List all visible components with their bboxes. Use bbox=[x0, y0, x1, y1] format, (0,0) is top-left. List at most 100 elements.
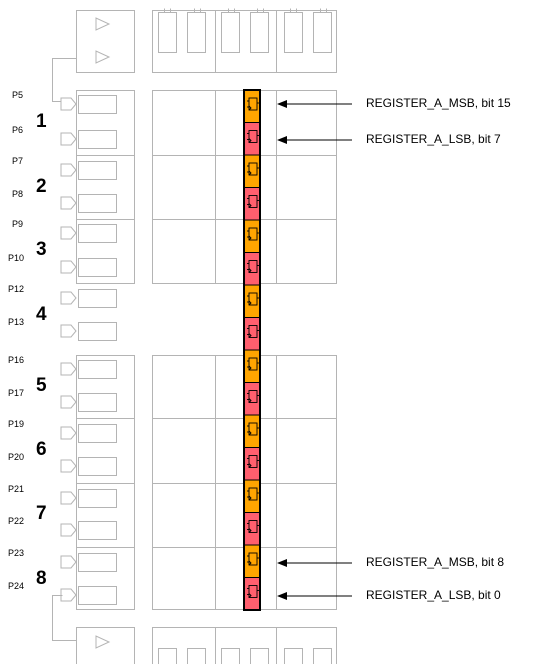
io-slot bbox=[78, 130, 117, 149]
io-pad bbox=[60, 196, 77, 210]
io-slot bbox=[78, 393, 117, 412]
register-bit-annotation: REGISTER_A_LSB, bit 7 bbox=[366, 132, 501, 146]
flip-flop-icon bbox=[248, 97, 258, 111]
io-pad bbox=[60, 226, 77, 240]
io-slot bbox=[78, 553, 117, 572]
top-buffer-triangle bbox=[95, 17, 111, 31]
io-pad bbox=[60, 132, 77, 146]
pin-label: P9 bbox=[12, 219, 24, 229]
register-bit-annotation: REGISTER_A_MSB, bit 15 bbox=[366, 96, 511, 110]
io-pad bbox=[60, 260, 77, 274]
register-cell-lsb bbox=[243, 577, 261, 611]
flip-flop-icon bbox=[248, 398, 252, 403]
bottom-slice-cell bbox=[284, 648, 303, 664]
pin-label: P10 bbox=[8, 253, 25, 263]
bottom-logic-tile bbox=[152, 627, 337, 664]
flip-flop-icon bbox=[248, 463, 252, 468]
flip-flop-icon bbox=[248, 487, 258, 501]
bottom-slice-cell bbox=[221, 648, 240, 664]
io-pad bbox=[60, 588, 77, 602]
flip-flop-icon bbox=[248, 528, 252, 533]
pin-label: P17 bbox=[8, 388, 25, 398]
flip-flop-icon bbox=[248, 162, 258, 176]
flip-flop-icon bbox=[248, 130, 258, 143]
bottom-io-tile bbox=[76, 627, 135, 664]
flip-flop-icon bbox=[248, 585, 258, 598]
io-pad bbox=[60, 426, 77, 440]
group-number: 7 bbox=[36, 503, 47, 524]
io-slot bbox=[78, 360, 117, 379]
top-slice-cell bbox=[284, 12, 303, 53]
flip-flop-icon bbox=[248, 520, 258, 533]
top-slice-cell bbox=[187, 12, 206, 53]
pin-label: P21 bbox=[8, 484, 25, 494]
pin-label: P5 bbox=[12, 90, 24, 100]
io-slot bbox=[78, 95, 117, 114]
io-slot bbox=[78, 322, 117, 341]
bottom-slice-cell bbox=[158, 648, 177, 664]
io-pad bbox=[60, 491, 77, 505]
annotation-arrowhead bbox=[277, 592, 287, 600]
flip-flop-icon bbox=[248, 170, 252, 176]
io-pad bbox=[60, 555, 77, 569]
pin-label: P7 bbox=[12, 156, 24, 166]
routing-wire bbox=[52, 58, 77, 102]
flip-flop-icon bbox=[248, 357, 258, 371]
io-pad bbox=[60, 395, 77, 409]
group-number: 1 bbox=[36, 111, 47, 132]
io-pad bbox=[60, 523, 77, 537]
register-cell-lsb bbox=[243, 382, 261, 416]
flip-flop-icon bbox=[248, 292, 258, 306]
register-cell-msb bbox=[243, 154, 261, 188]
flip-flop-icon bbox=[248, 195, 258, 208]
flip-flop-icon bbox=[248, 138, 252, 143]
io-pad bbox=[60, 291, 77, 305]
io-pad bbox=[60, 163, 77, 177]
register-cell-msb bbox=[243, 284, 261, 318]
flip-flop-icon bbox=[248, 390, 258, 403]
io-slot bbox=[78, 289, 117, 308]
flip-flop-icon bbox=[248, 325, 258, 338]
io-bank-tile bbox=[76, 90, 135, 284]
register-cell-lsb bbox=[243, 317, 261, 351]
io-bank-tile bbox=[76, 355, 135, 610]
io-pad bbox=[60, 459, 77, 473]
flip-flop-icon bbox=[248, 552, 258, 566]
io-slot bbox=[78, 521, 117, 540]
bottom-slice-cell bbox=[313, 648, 332, 664]
group-number: 5 bbox=[36, 375, 47, 396]
register-column-outline bbox=[243, 89, 261, 611]
io-slot bbox=[78, 194, 117, 213]
pin-label: P19 bbox=[8, 419, 25, 429]
flip-flop-icon bbox=[248, 495, 252, 501]
group-number: 2 bbox=[36, 176, 47, 197]
top-buffer-triangle bbox=[95, 50, 111, 64]
flip-flop-icon bbox=[248, 227, 258, 241]
top-logic-tile bbox=[152, 10, 337, 73]
register-cell-msb bbox=[243, 414, 261, 448]
top-slice-cell bbox=[221, 12, 240, 53]
io-slot bbox=[78, 161, 117, 180]
io-pad bbox=[60, 97, 77, 111]
register-cell-msb bbox=[243, 479, 261, 513]
register-cell-lsb bbox=[243, 122, 261, 156]
io-pad bbox=[60, 362, 77, 376]
register-cell-lsb bbox=[243, 447, 261, 481]
register-cell-lsb bbox=[243, 252, 261, 286]
io-slot bbox=[78, 586, 117, 605]
top-io-tile bbox=[76, 10, 135, 73]
annotation-arrowhead bbox=[277, 100, 287, 108]
annotation-arrowhead bbox=[277, 559, 287, 567]
flip-flop-icon bbox=[248, 365, 252, 371]
routing-wire bbox=[52, 595, 77, 641]
top-slice-cell bbox=[158, 12, 177, 53]
pin-label: P23 bbox=[8, 548, 25, 558]
io-pad bbox=[60, 324, 77, 338]
flip-flop-icon bbox=[248, 235, 252, 241]
register-bit-annotation: REGISTER_A_LSB, bit 0 bbox=[366, 588, 501, 602]
io-slot bbox=[78, 224, 117, 243]
pin-label: P6 bbox=[12, 125, 24, 135]
io-slot bbox=[78, 489, 117, 508]
flip-flop-icon bbox=[248, 422, 258, 436]
